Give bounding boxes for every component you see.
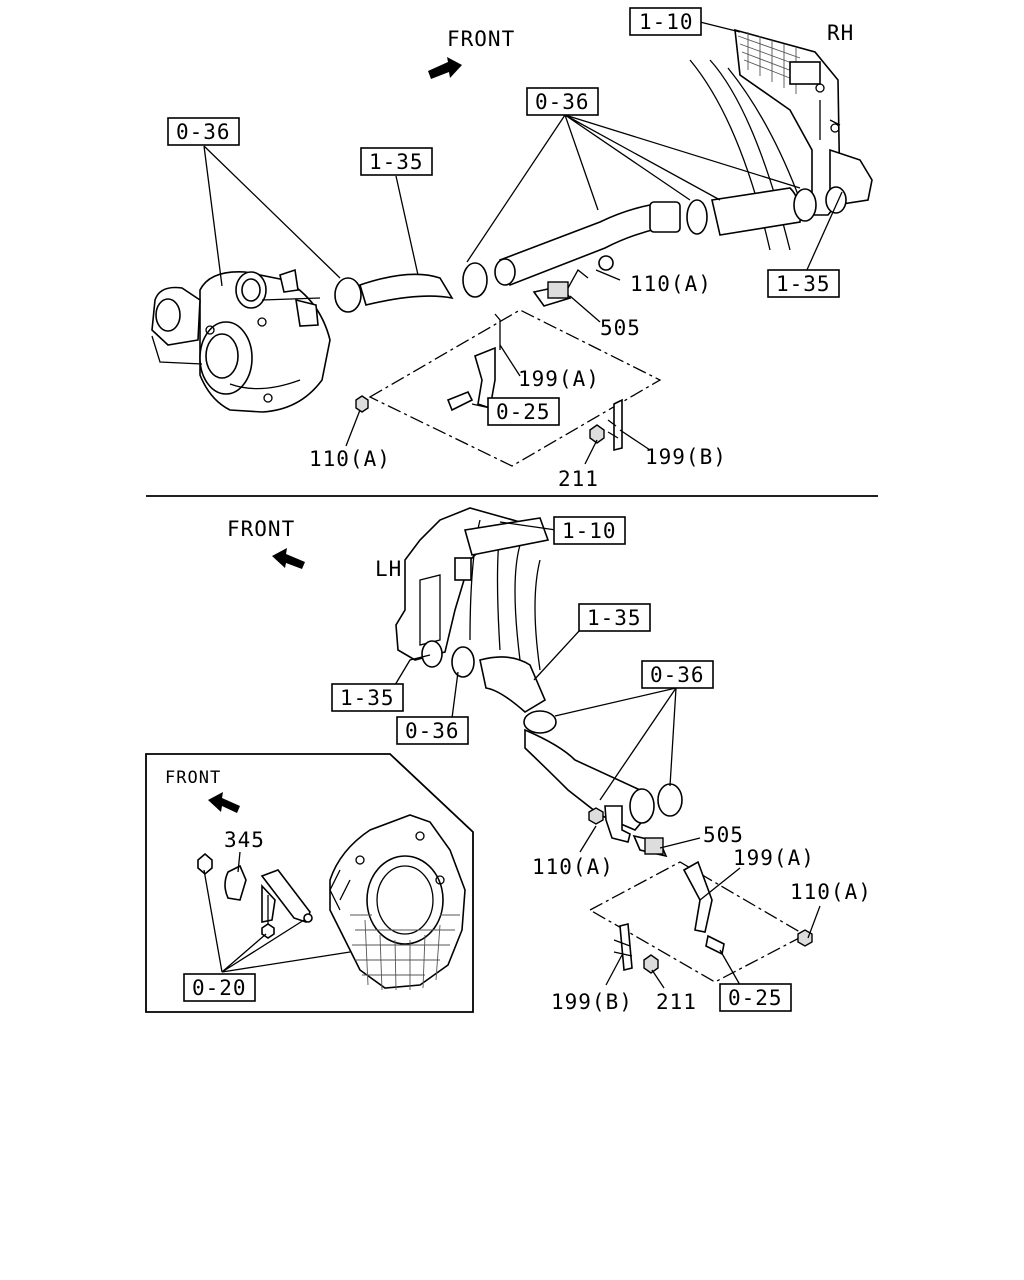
lower-leaders: [394, 521, 677, 801]
svg-text:1-10: 1-10: [639, 10, 694, 34]
upper-sensor-assembly: [355, 255, 662, 467]
inset-panel: FRONT 0-20 3: [145, 753, 474, 1013]
svg-text:0-36: 0-36: [176, 120, 231, 144]
lower-ref-0-36-left: 0-36: [396, 716, 469, 745]
lower-leader-110a-right: [807, 905, 821, 939]
upper-ref-1-10: 1-10: [629, 7, 702, 36]
lower-ref-1-35-upper: 1-35: [578, 603, 651, 632]
inset-front-arrow-icon: [208, 792, 240, 813]
inset-front-label: FRONT: [165, 768, 221, 788]
lower-sensor-assembly: [588, 805, 813, 983]
upper-ref-1-35-right: 1-35: [767, 269, 840, 298]
upper-turbocharger: [151, 268, 331, 413]
lower-leader-199a: [699, 867, 741, 901]
upper-front-label: FRONT: [447, 27, 515, 51]
svg-text:1-35: 1-35: [340, 686, 395, 710]
upper-ref-0-25: 0-25: [487, 397, 560, 426]
upper-part-110a-top: 110(A): [630, 272, 712, 296]
inset-bracket: [197, 852, 313, 939]
lower-view-lh: FRONT LH: [227, 507, 872, 1014]
lower-leader-025: [719, 949, 741, 986]
inset-leader-345: [237, 851, 241, 873]
lower-part-211: 211: [656, 990, 697, 1014]
svg-text:0-36: 0-36: [535, 90, 590, 114]
upper-ref-0-36-left: 0-36: [167, 117, 240, 146]
lower-part-199a: 199(A): [733, 846, 815, 870]
lower-leader-110a-left: [579, 825, 597, 853]
upper-ref-1-35-left: 1-35: [360, 147, 433, 176]
lower-front-label: FRONT: [227, 517, 295, 541]
upper-part-505: 505: [600, 316, 641, 340]
lower-leader-199b: [605, 954, 623, 986]
upper-part-211: 211: [558, 467, 599, 491]
upper-view-rh: FRONT RH: [151, 7, 873, 491]
lower-part-110a-left: 110(A): [532, 855, 614, 879]
svg-text:0-36: 0-36: [650, 663, 705, 687]
svg-text:1-35: 1-35: [776, 272, 831, 296]
lower-part-505: 505: [703, 823, 744, 847]
lower-part-199b: 199(B): [551, 990, 633, 1014]
upper-part-199a: 199(A): [518, 367, 600, 391]
lower-side-label: LH: [375, 557, 402, 581]
upper-leader-505: [569, 295, 601, 323]
svg-text:0-25: 0-25: [728, 986, 783, 1010]
upper-leader-110a-left: [345, 409, 361, 447]
lower-ref-0-36-right: 0-36: [641, 660, 714, 689]
upper-front-arrow-icon: [428, 57, 462, 79]
lower-ref-0-25: 0-25: [719, 983, 792, 1012]
inset-ref-0-20: 0-20: [183, 973, 256, 1002]
upper-ref-0-36-right: 0-36: [526, 87, 599, 116]
inset-flywheel-housing: [329, 814, 466, 991]
upper-side-label: RH: [827, 21, 854, 45]
svg-text:1-35: 1-35: [369, 150, 424, 174]
upper-leader-025: [471, 403, 491, 409]
upper-leader-211: [584, 439, 598, 465]
upper-leader-199b: [619, 429, 651, 451]
lower-front-arrow-icon: [272, 548, 305, 569]
lower-intercooler: [395, 507, 550, 671]
svg-text:0-20: 0-20: [192, 976, 247, 1000]
lower-hoses: [451, 646, 683, 831]
upper-leader-199a: [499, 344, 521, 377]
lower-part-110a-right: 110(A): [790, 880, 872, 904]
inset-part-345: 345: [224, 828, 265, 852]
lower-leader-505: [659, 837, 701, 849]
upper-leader-110a: [595, 269, 621, 281]
lower-ref-1-10: 1-10: [553, 516, 626, 545]
upper-part-199b: 199(B): [645, 445, 727, 469]
svg-text:1-35: 1-35: [587, 606, 642, 630]
upper-hoses: [334, 186, 847, 313]
upper-leaders: [203, 21, 843, 287]
upper-part-110a-bottom: 110(A): [309, 447, 391, 471]
svg-text:0-36: 0-36: [405, 719, 460, 743]
svg-text:0-25: 0-25: [496, 400, 551, 424]
svg-text:1-10: 1-10: [562, 519, 617, 543]
lower-ref-1-35-left: 1-35: [331, 683, 404, 712]
lower-leader-211: [651, 969, 665, 989]
inset-leader-020: [203, 869, 351, 973]
